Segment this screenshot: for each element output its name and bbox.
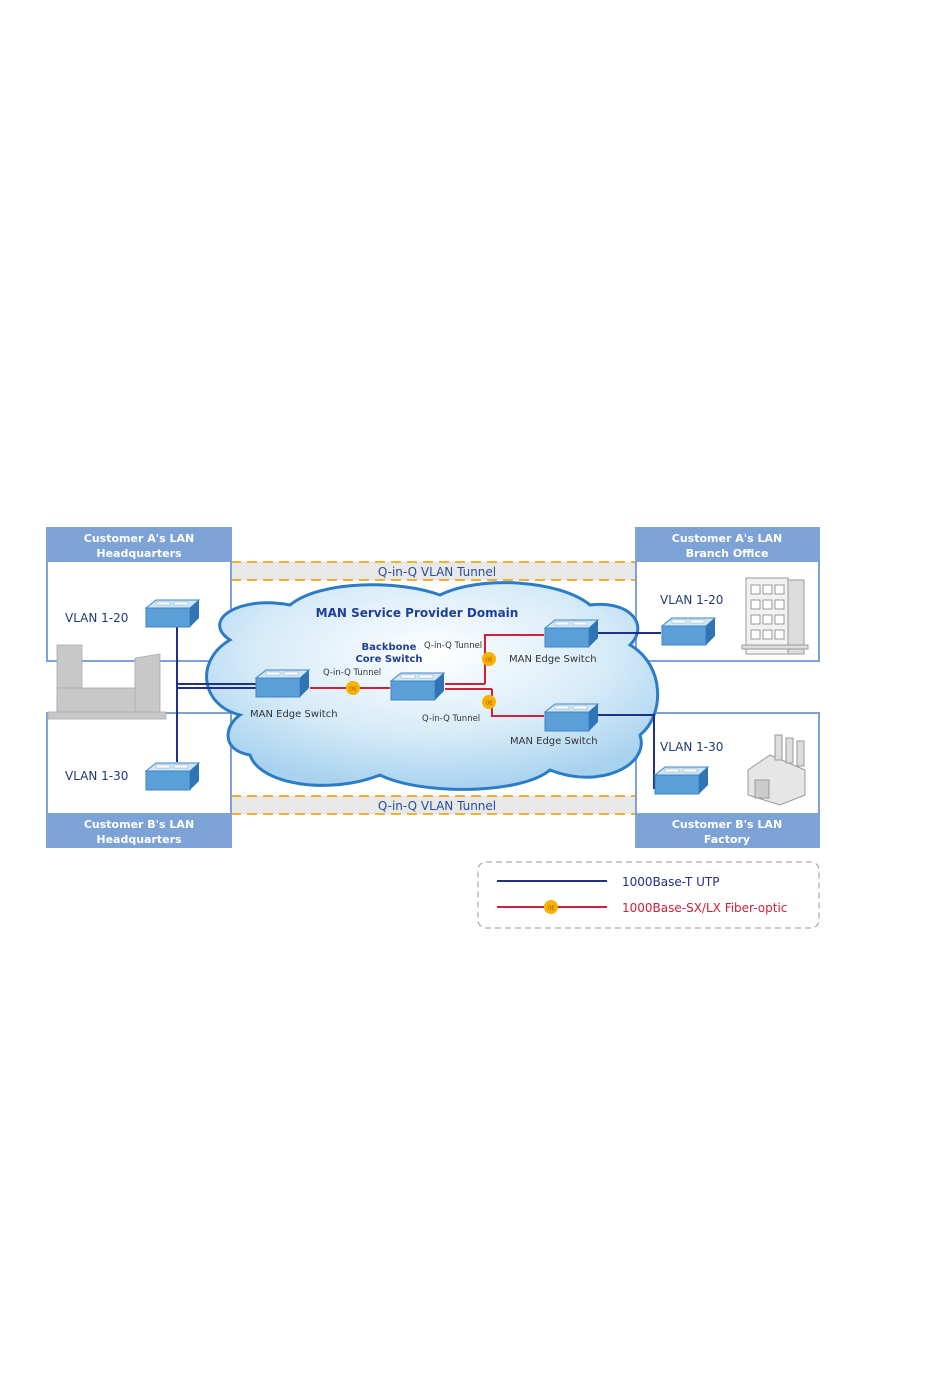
link-label-core-bottom: Q-in-Q Tunnel — [422, 714, 480, 724]
man-edge-switch-bottom-right-icon — [544, 703, 599, 732]
cloud-title: MAN Service Provider Domain — [316, 606, 519, 620]
site-b-hq-title: Customer B's LAN — [84, 818, 194, 831]
legend-utp-label: 1000Base-T UTP — [622, 875, 719, 889]
site-b-factory-vlan: VLAN 1-30 — [660, 740, 723, 754]
site-b-factory-subtitle: Factory — [704, 833, 750, 846]
fiber-transceiver-icon — [346, 681, 360, 695]
site-b-hq-vlan: VLAN 1-30 — [65, 769, 128, 783]
fiber-transceiver-icon — [482, 695, 496, 709]
tunnel-label-bottom: Q-in-Q VLAN Tunnel — [378, 799, 496, 813]
branch-office-building-icon — [741, 577, 809, 655]
site-b-factory-title: Customer B's LAN — [672, 818, 782, 831]
switch-b-factory-icon — [654, 766, 709, 795]
site-a-branch-subtitle: Branch Office — [686, 547, 769, 560]
fiber-transceiver-icon — [482, 652, 496, 666]
switch-a-hq-icon — [145, 599, 200, 628]
site-a-hq: Customer A's LAN Headquarters VLAN 1-20 — [46, 527, 232, 662]
site-a-hq-vlan: VLAN 1-20 — [65, 611, 128, 625]
edge-bottom-right-label: MAN Edge Switch — [510, 736, 598, 747]
site-a-hq-title: Customer A's LAN — [84, 532, 194, 545]
switch-b-hq-icon — [145, 762, 200, 791]
tunnel-band-top: Q-in-Q VLAN Tunnel — [231, 561, 636, 581]
utp-links — [176, 627, 661, 789]
hq-building-icon — [47, 644, 167, 720]
core-switch-label-2: Core Switch — [355, 654, 422, 665]
fiber-transceiver-icon — [544, 900, 558, 914]
tunnel-label-top: Q-in-Q VLAN Tunnel — [378, 565, 496, 579]
man-edge-switch-top-right-icon — [544, 619, 599, 648]
tunnel-band-bottom: Q-in-Q VLAN Tunnel — [231, 795, 636, 815]
site-b-hq-subtitle: Headquarters — [96, 833, 182, 846]
backbone-core-switch-icon — [390, 672, 445, 701]
factory-building-icon — [747, 734, 806, 806]
site-a-branch-title: Customer A's LAN — [672, 532, 782, 545]
switch-a-branch-icon — [661, 617, 716, 646]
legend-fiber-label: 1000Base-SX/LX Fiber-optic — [622, 901, 787, 915]
edge-top-right-label: MAN Edge Switch — [509, 654, 597, 665]
core-switch-label-1: Backbone — [362, 642, 417, 653]
site-a-hq-subtitle: Headquarters — [96, 547, 182, 560]
legend: 1000Base-T UTP 1000Base-SX/LX Fiber-opti… — [477, 861, 820, 929]
edge-left-label: MAN Edge Switch — [250, 709, 338, 720]
site-a-branch-vlan: VLAN 1-20 — [660, 593, 723, 607]
link-label-left-core: Q-in-Q Tunnel — [323, 668, 381, 678]
link-label-core-top: Q-in-Q Tunnel — [424, 641, 482, 651]
site-b-hq: Customer B's LAN Headquarters VLAN 1-30 — [46, 712, 232, 848]
man-edge-switch-left-icon — [255, 669, 310, 698]
